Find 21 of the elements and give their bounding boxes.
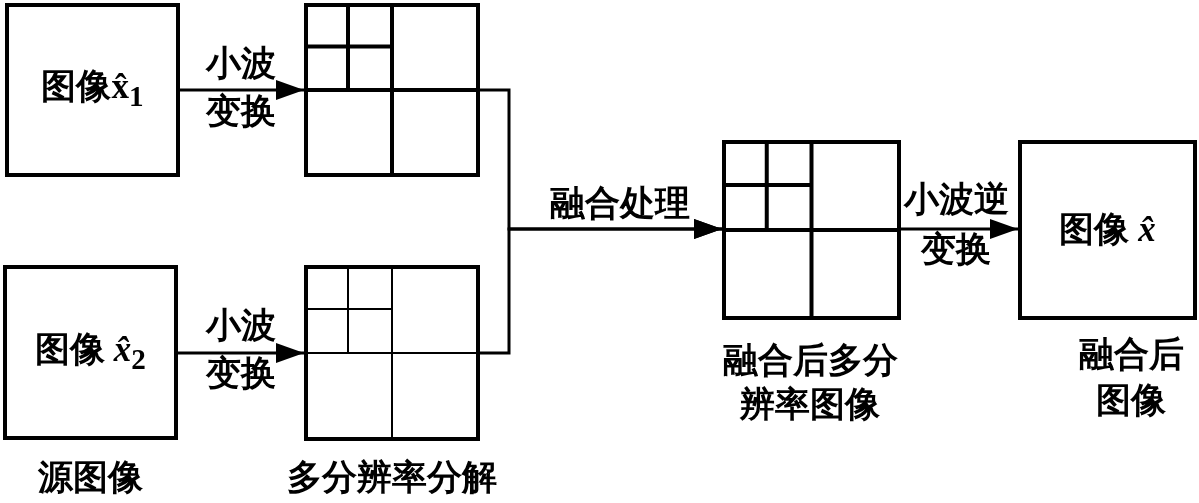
image-box <box>1018 140 1197 320</box>
arrow <box>901 219 1018 239</box>
arrow <box>180 80 304 100</box>
image-box <box>5 3 180 177</box>
edge-label: 融合处理 <box>548 186 691 222</box>
node-label: 图像 x̂ <box>1059 209 1156 251</box>
subband-grid <box>304 265 480 441</box>
node-label: 图像 x̂$_{2}$ <box>35 328 146 377</box>
node-label: 融合后多分辨率图像 <box>722 340 899 426</box>
subband-grid <box>304 3 480 177</box>
node-label: 融合后图像 <box>1078 334 1185 422</box>
node-label: 图像x̂$_{1}$ <box>41 66 144 114</box>
edge-label: 小波逆变换 <box>903 179 1010 271</box>
node-label: 多分辨率分解 <box>285 458 498 498</box>
edge-label: 小波变换 <box>205 43 277 133</box>
subband-grid <box>722 140 901 320</box>
arrow <box>178 343 304 363</box>
image-box <box>3 265 178 440</box>
node-label: 源图像 <box>36 458 144 498</box>
arrow <box>480 219 722 355</box>
edge-label: 小波变换 <box>205 305 277 395</box>
